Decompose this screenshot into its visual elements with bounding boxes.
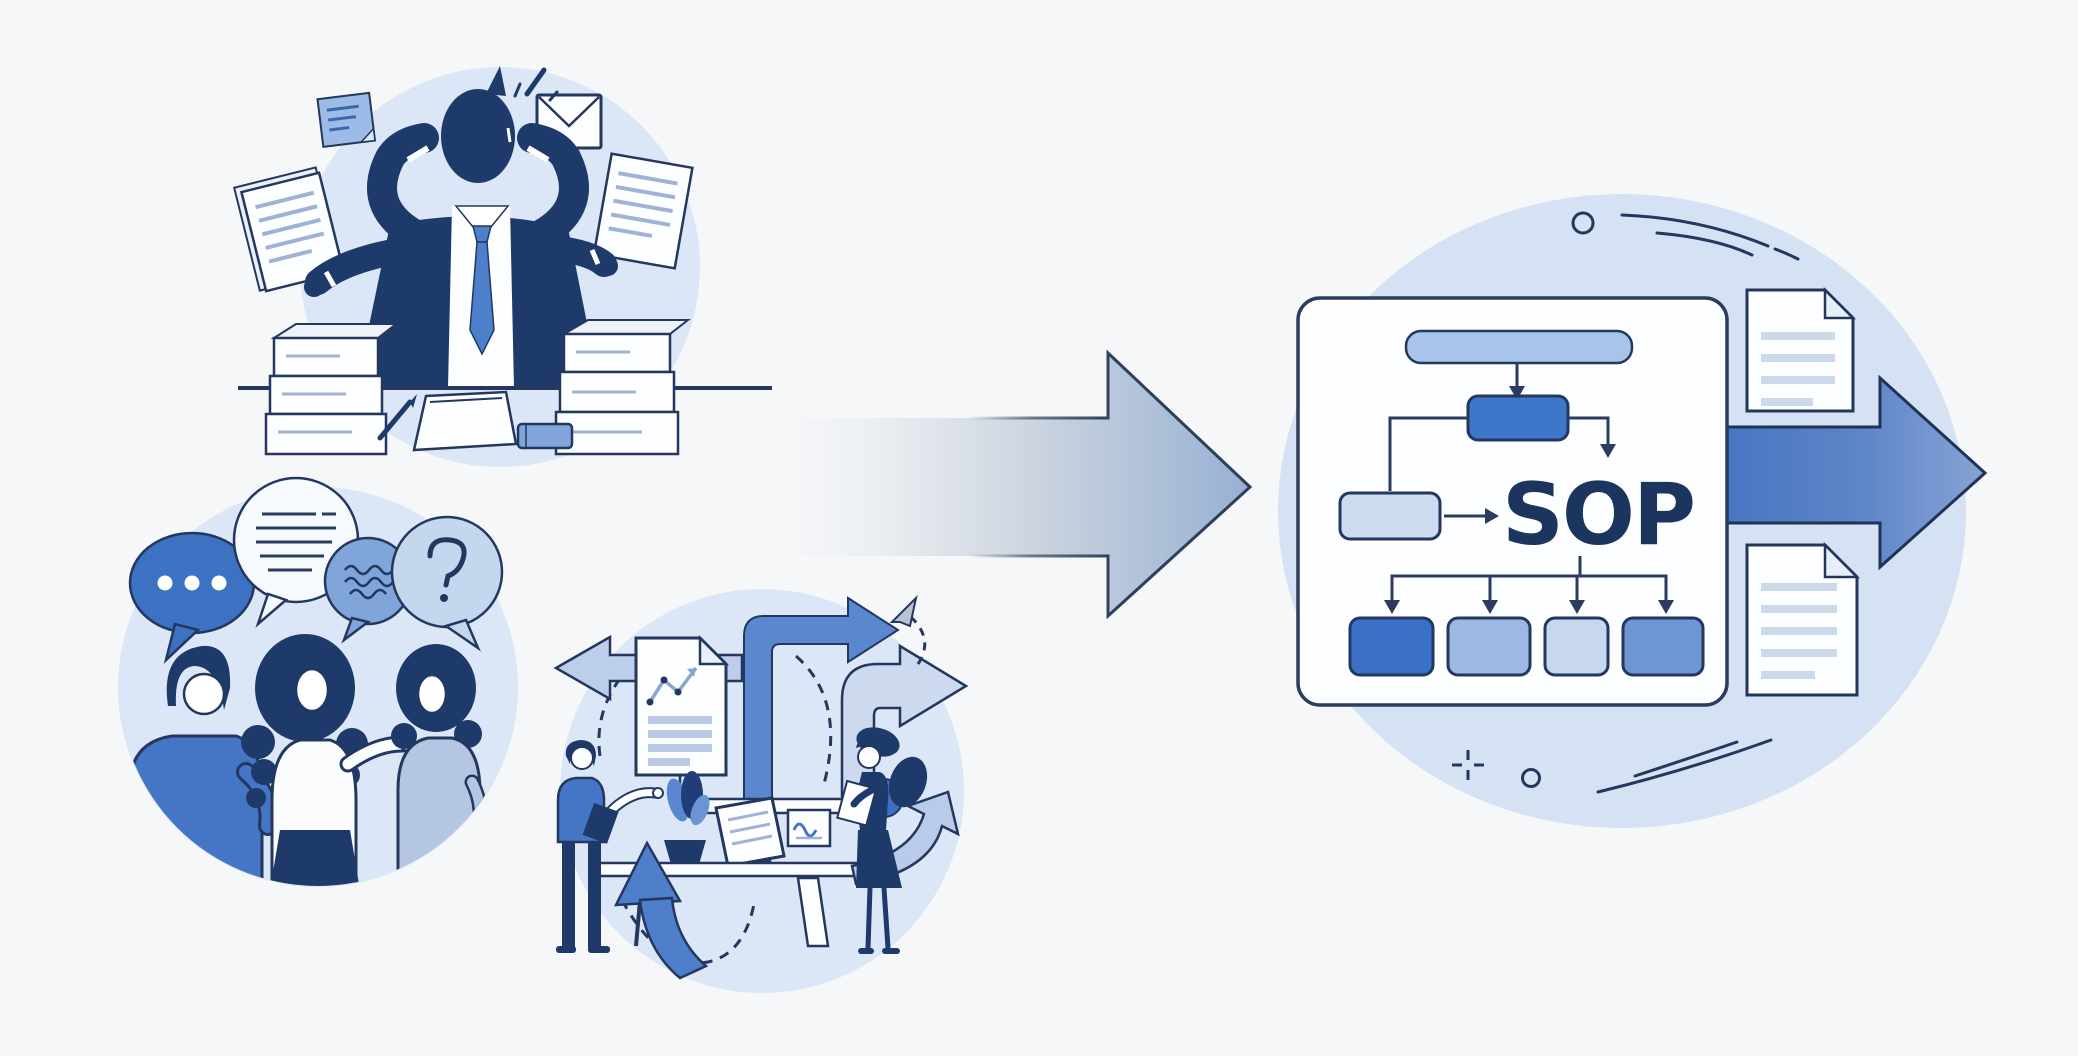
up-right-arrow-icon bbox=[743, 596, 900, 813]
flow-side-box bbox=[1338, 491, 1442, 541]
team-discussion-icon bbox=[128, 634, 488, 886]
document-icon bbox=[592, 152, 694, 270]
speech-bubble-question-icon bbox=[390, 515, 504, 652]
paper-stack-icon bbox=[554, 319, 691, 456]
monitor-icon bbox=[714, 796, 786, 868]
flow-box-2 bbox=[1446, 616, 1532, 677]
paper-stack-icon bbox=[264, 323, 399, 456]
dashed-curve bbox=[620, 899, 756, 965]
plant-icon bbox=[664, 771, 710, 868]
pencil-icon bbox=[513, 67, 559, 102]
flow-box-4 bbox=[1621, 616, 1705, 677]
output-document-icon bbox=[1745, 541, 1861, 697]
desk-leg bbox=[796, 876, 830, 948]
sop-label: SOP bbox=[1502, 465, 1694, 565]
stressed-multitasking-worker-icon bbox=[304, 66, 618, 388]
output-document-icon bbox=[1745, 286, 1857, 413]
paper-plane-icon bbox=[889, 594, 927, 665]
flow-box-3 bbox=[1543, 616, 1610, 677]
person-woman-center bbox=[241, 634, 417, 886]
vignette-scattered-workflows bbox=[553, 589, 969, 993]
swoosh-icon bbox=[1620, 213, 1800, 261]
pencil-icon bbox=[377, 394, 417, 441]
document-icon bbox=[232, 166, 346, 293]
person-man-pointing bbox=[556, 740, 664, 953]
flow-box-1 bbox=[1348, 616, 1435, 677]
notebook-icon bbox=[516, 422, 574, 450]
dashed-curve bbox=[795, 654, 833, 785]
circle-mark-icon bbox=[1521, 768, 1541, 788]
flow-top-bar bbox=[1404, 329, 1634, 365]
curved-up-arrow-icon bbox=[613, 840, 709, 980]
right-bend-arrow-icon bbox=[840, 643, 969, 814]
plus-mark-icon bbox=[1452, 750, 1484, 780]
sticky-note-icon bbox=[316, 91, 377, 148]
person-woman-right bbox=[391, 644, 488, 886]
vignette-team-discussion bbox=[118, 476, 518, 887]
person-woman-clipboard bbox=[836, 727, 928, 954]
sop-result-group: SOP bbox=[1278, 194, 1988, 828]
line-chart-document-icon bbox=[634, 634, 730, 800]
circle-mark-icon bbox=[1571, 211, 1595, 235]
sop-flowchart-icon: SOP bbox=[1338, 329, 1705, 677]
speech-bubble-dots-icon bbox=[128, 531, 256, 664]
transformation-arrow-icon bbox=[793, 349, 1253, 620]
notepad-icon bbox=[412, 390, 518, 452]
swoosh-icon bbox=[1596, 738, 1773, 794]
dashed-curve bbox=[597, 652, 644, 757]
scribble-panel-icon bbox=[786, 808, 832, 848]
sop-card bbox=[1296, 296, 1729, 707]
flow-center-box bbox=[1466, 394, 1570, 442]
vignette-overwhelmed-worker bbox=[232, 66, 772, 467]
